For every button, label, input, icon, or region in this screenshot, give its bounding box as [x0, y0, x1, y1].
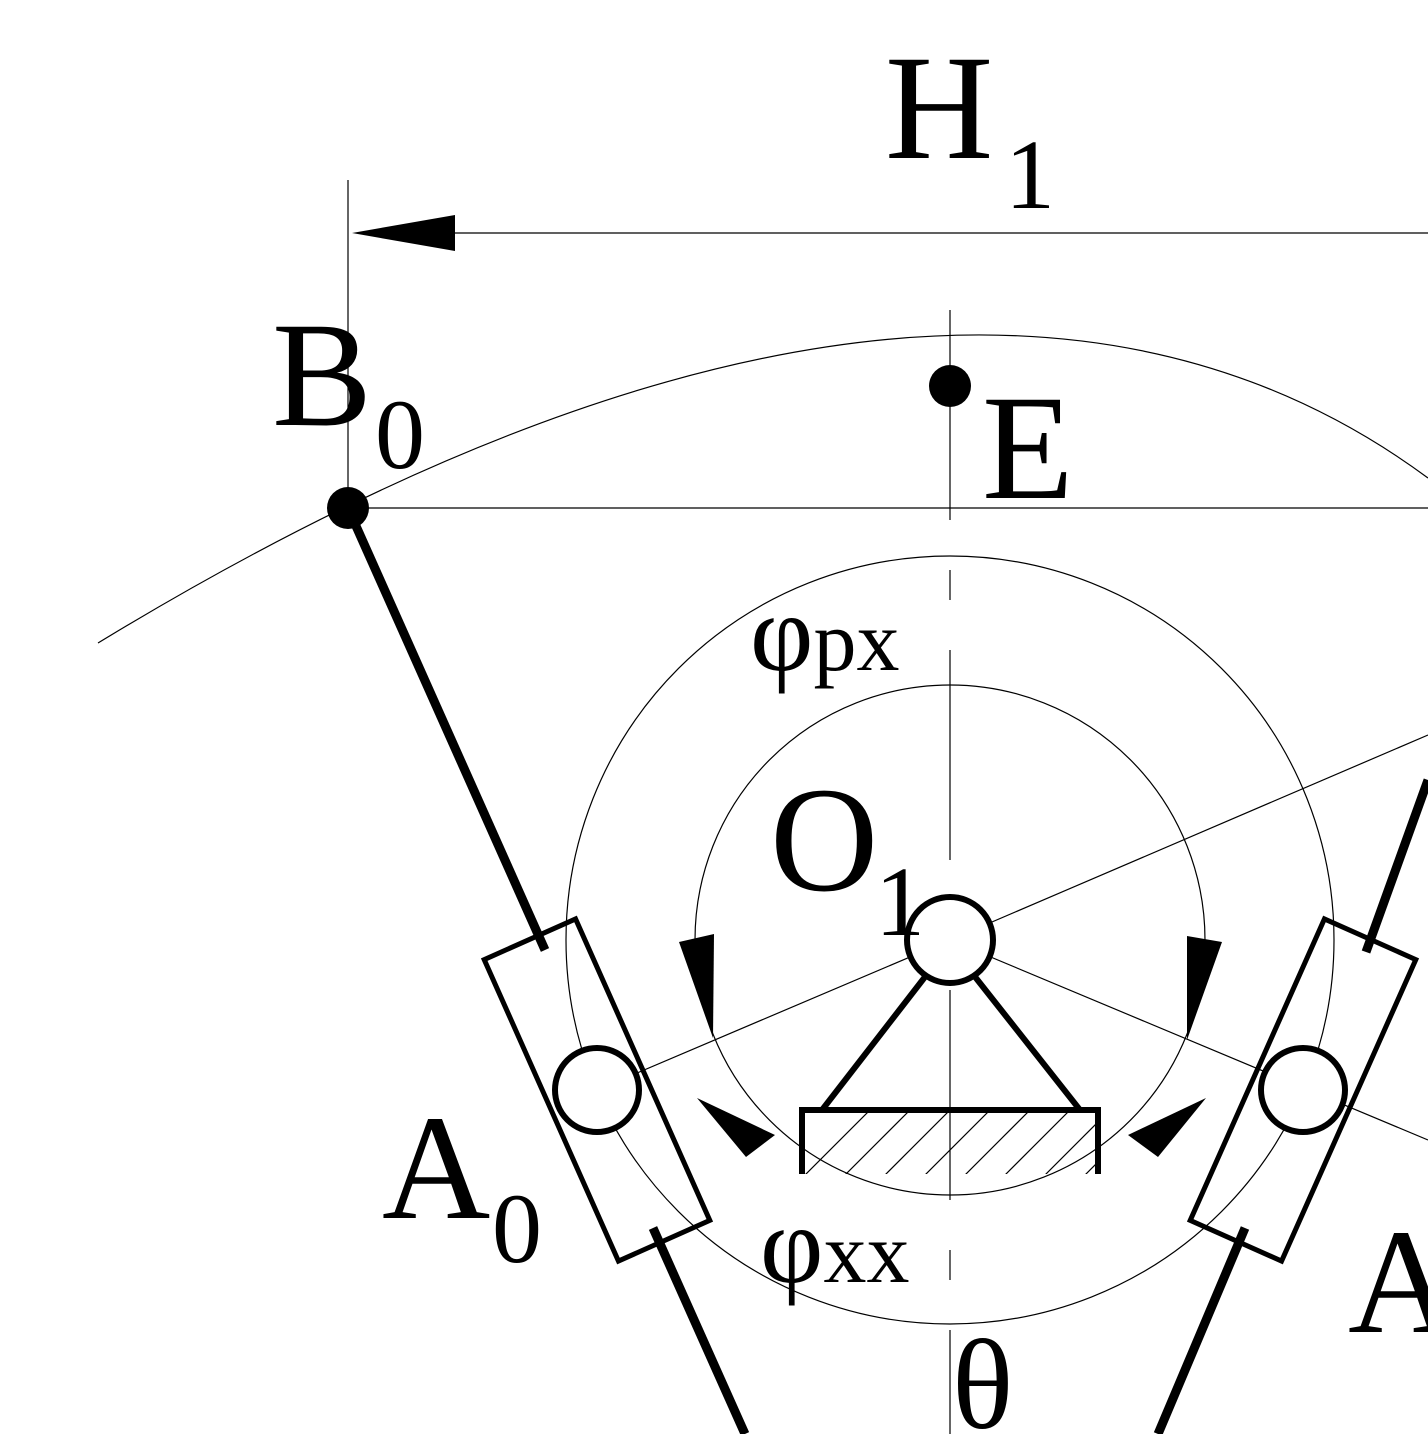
phi-px-arrow-left	[679, 934, 714, 1038]
link-a0-lower	[648, 1226, 750, 1434]
label-h: H	[885, 25, 993, 191]
radial-line-left	[596, 939, 951, 1091]
slider-right	[1186, 915, 1420, 1265]
label-o-sub: 1	[875, 846, 925, 957]
link-b0-a0	[343, 506, 550, 952]
pivot-a-right	[1258, 1045, 1348, 1135]
point-b0	[327, 487, 369, 529]
link-right-upper	[1361, 778, 1428, 954]
label-b-sub: 0	[375, 379, 425, 490]
phi-xx-arrow-left	[697, 1098, 775, 1157]
label-a-left-sub: 0	[492, 1173, 542, 1284]
label-e: E	[982, 365, 1074, 531]
link-right-lower	[1153, 1226, 1250, 1434]
h1-arrowhead	[352, 215, 455, 251]
ground-frame	[799, 1107, 1101, 1174]
label-o: O	[770, 757, 878, 923]
phi-px-circle	[565, 555, 1335, 1325]
phi-px-arrow-right	[1187, 936, 1222, 1040]
ground-hatching	[805, 1110, 1098, 1174]
label-a-right: A	[1348, 1199, 1428, 1365]
point-e	[929, 365, 971, 407]
support-left-leg	[819, 971, 931, 1112]
pivot-o1	[904, 894, 996, 986]
extreme-line-upper	[949, 734, 1428, 941]
label-phi-xx: φxx	[760, 1184, 910, 1306]
label-b: B	[272, 292, 372, 458]
label-h-sub: 1	[1005, 119, 1055, 230]
label-theta: θ	[952, 1314, 1013, 1434]
phi-xx-arrow-right	[1128, 1098, 1206, 1157]
support-right-leg	[969, 971, 1083, 1112]
label-phi-px: φpx	[750, 572, 900, 694]
pivot-a0	[552, 1045, 642, 1135]
slider-left	[480, 915, 714, 1265]
label-a-left: A	[382, 1085, 490, 1251]
